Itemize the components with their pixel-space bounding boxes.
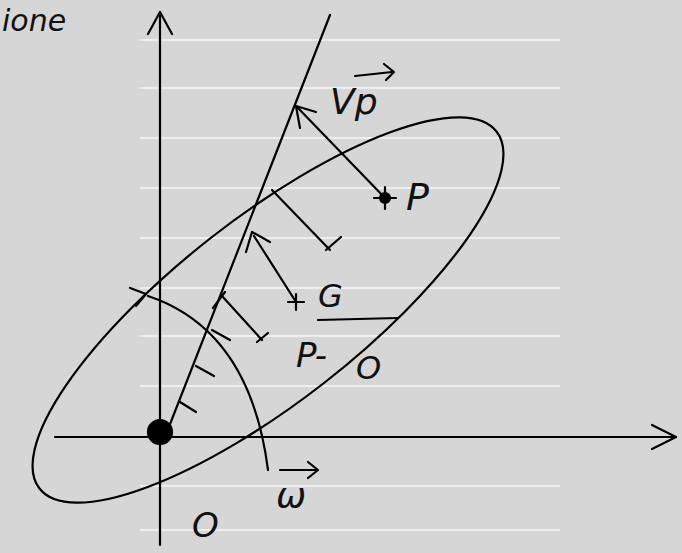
y-axis: [159, 12, 161, 545]
perpendicular-tick: [257, 333, 268, 342]
rotation-arrowhead: [130, 288, 146, 306]
underline: [318, 318, 398, 320]
point-label: P: [406, 178, 429, 216]
perpendicular-vector: [272, 190, 330, 250]
velocity-arrowhead: [296, 106, 316, 128]
vector-label: P-: [296, 338, 327, 372]
vector-arrow: [384, 64, 394, 80]
point-label: O: [192, 508, 219, 542]
vector-label: ω: [276, 478, 306, 514]
perpendicular-segment: [222, 296, 262, 340]
radial-line: [165, 15, 330, 437]
vector-arrow: [280, 469, 316, 471]
point-label: G: [318, 280, 343, 312]
vector-arrow: [308, 462, 318, 478]
point-label: O: [356, 352, 381, 384]
dash-mark: [196, 366, 214, 376]
rigid-body-outline: [0, 59, 553, 553]
vector-arrow: [355, 72, 392, 76]
rotation-arc: [148, 296, 268, 470]
velocity-vector-g: [254, 236, 296, 302]
title-fragment: ione: [2, 6, 66, 36]
dash-mark: [180, 402, 196, 412]
ruled-lines: [140, 40, 560, 530]
velocity-vector: [298, 108, 385, 198]
vector-label: Vp: [330, 84, 377, 120]
axis-arrow: [148, 12, 172, 34]
axis-arrow: [652, 425, 676, 449]
origin-point: [148, 420, 172, 444]
perpendicular-tick: [326, 237, 341, 250]
perpendicular-tick: [213, 292, 225, 308]
velocity-arrowhead: [246, 232, 270, 252]
